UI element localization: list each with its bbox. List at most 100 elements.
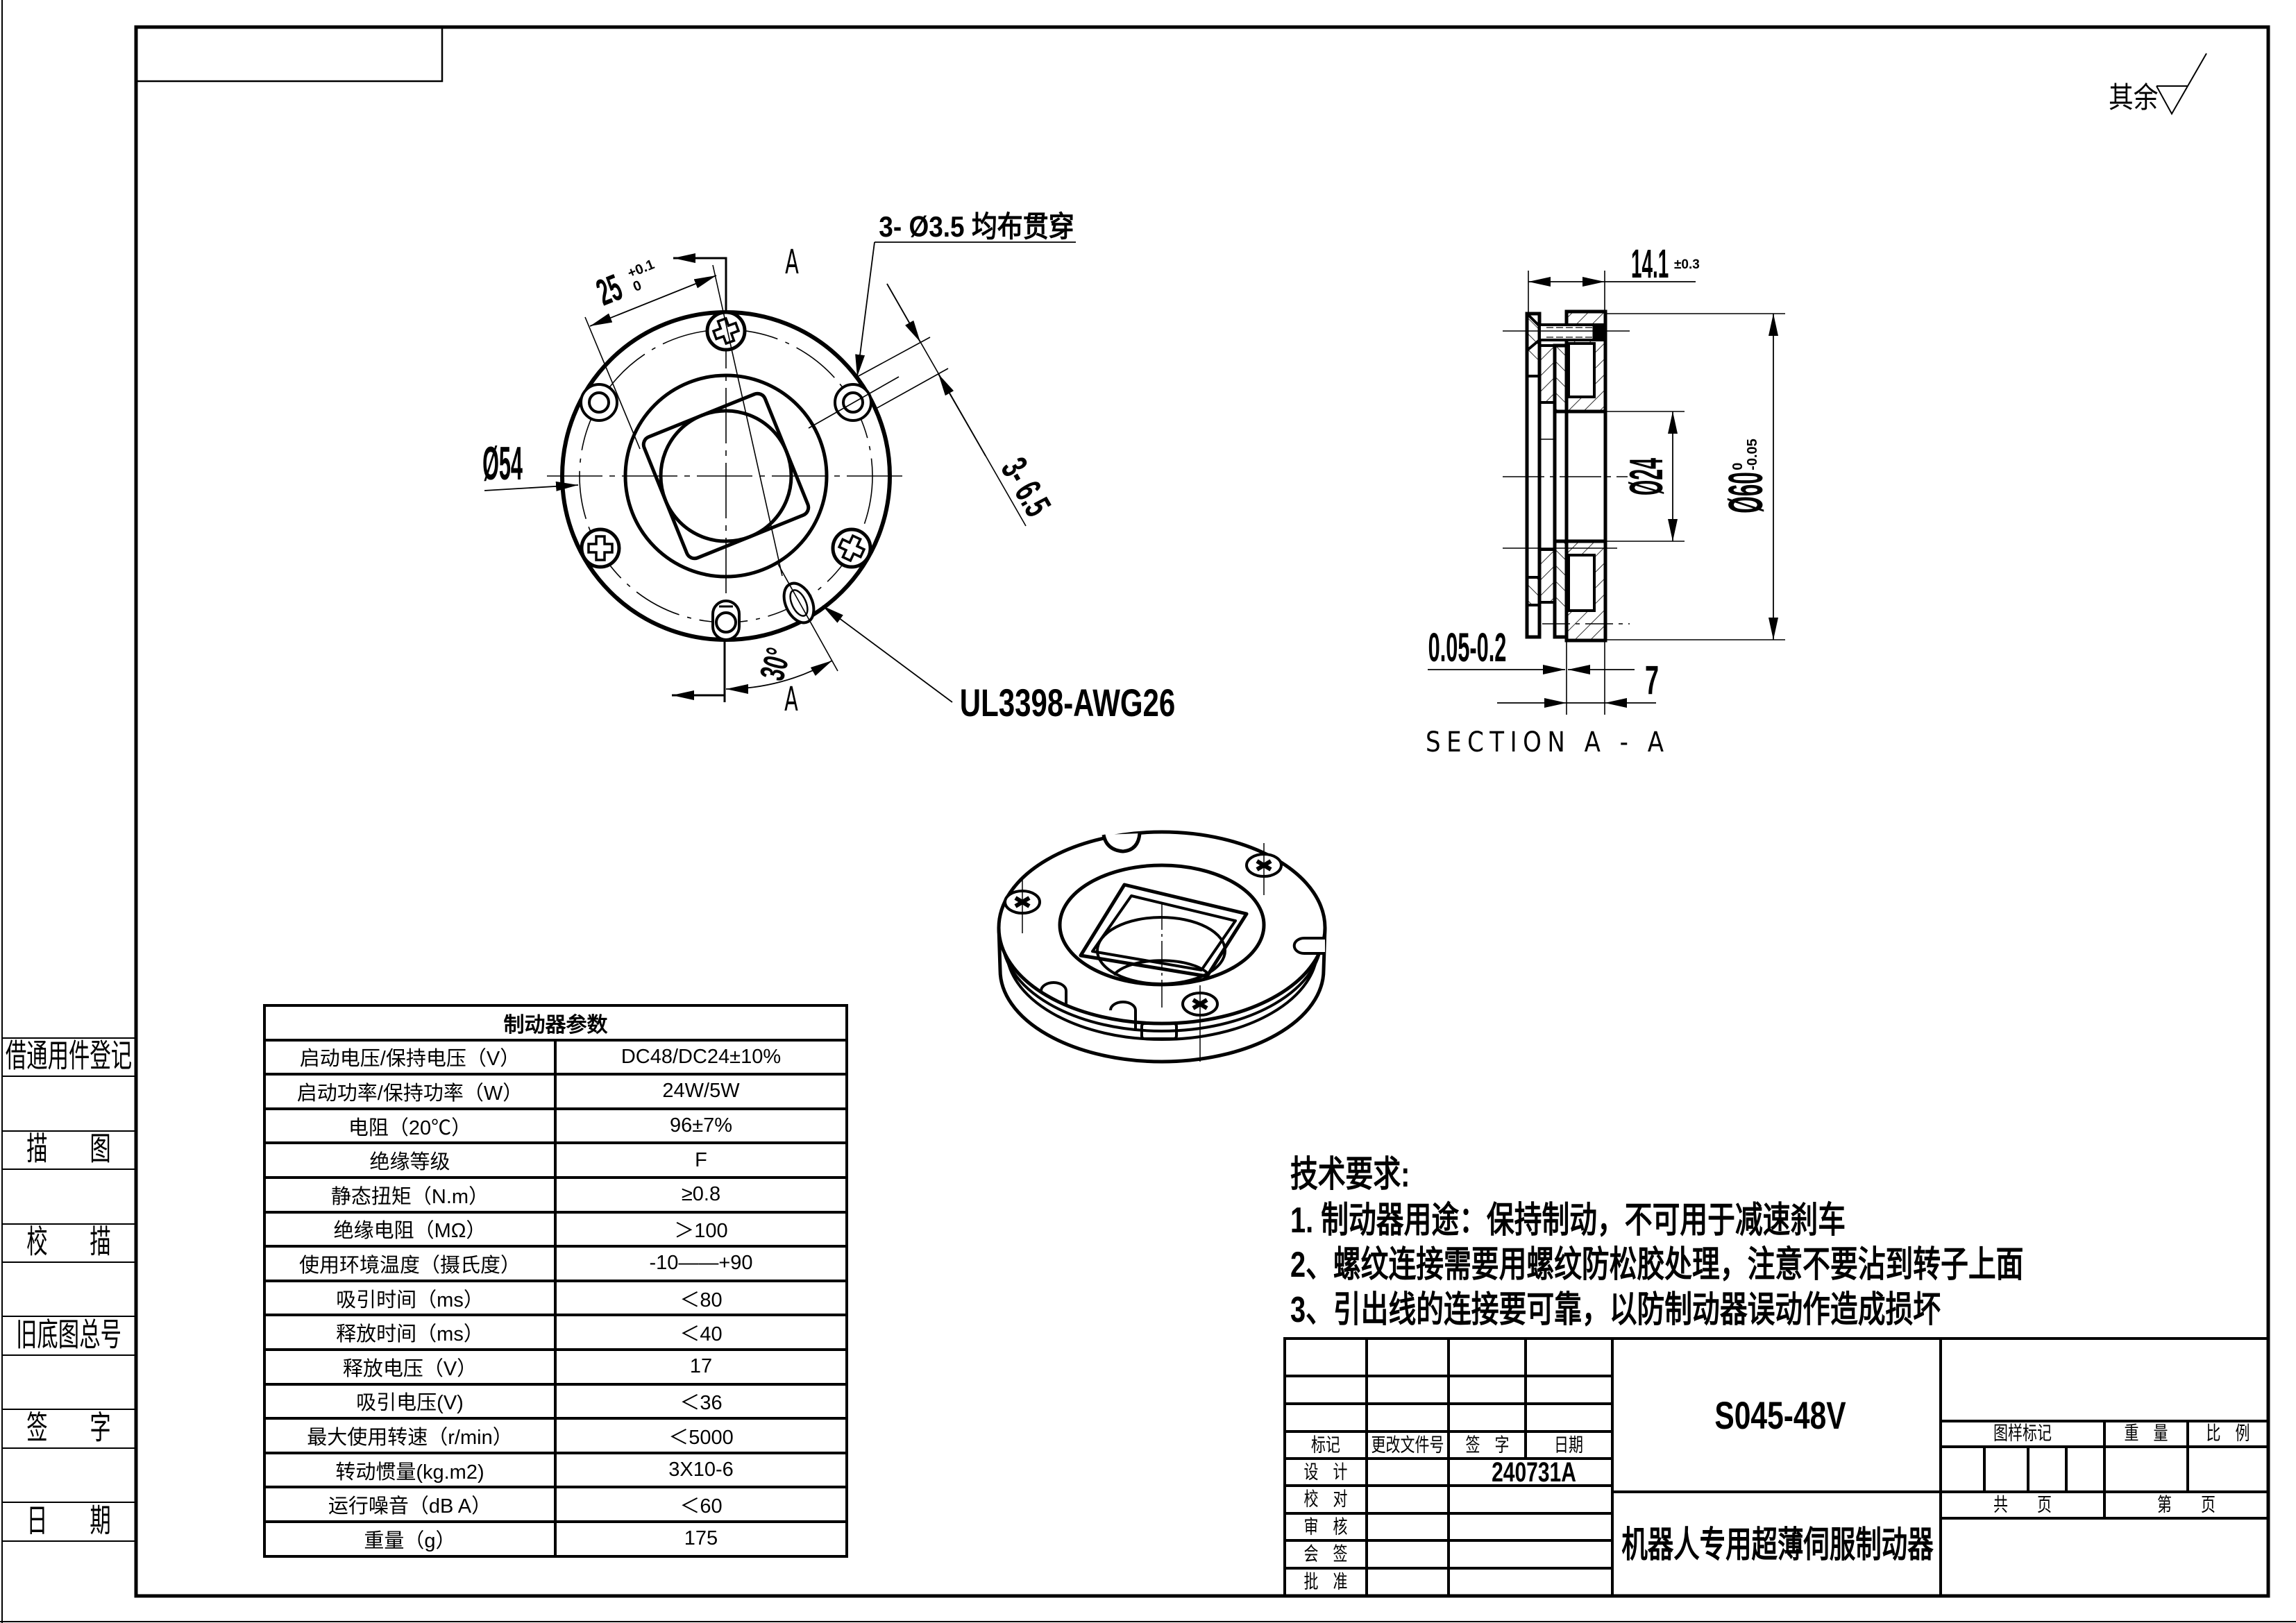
- param-label: 电阻（20℃）: [263, 1107, 557, 1145]
- table-row: 电阻（20℃）96±7%: [263, 1107, 848, 1145]
- lower-tolerance: -0.05: [1745, 439, 1760, 470]
- wire-callout: UL3398-AWG26: [959, 681, 1176, 724]
- tech-requirement-item: 3、引出线的连接要可靠，以防制动器误动作造成损坏: [1290, 1290, 1941, 1330]
- role-review: 审 核: [1303, 1515, 1348, 1538]
- role-proofread: 校 对: [1303, 1488, 1348, 1510]
- screw-bottom-left-icon: [580, 527, 621, 569]
- param-label: 重量（g）: [263, 1520, 557, 1558]
- table-row: 吸引电压(V)＜36: [263, 1382, 848, 1420]
- bolt-circle-dimension: Ø54: [482, 437, 523, 490]
- param-label: 最大使用转速（r/min）: [263, 1417, 557, 1454]
- param-value: -10——+90: [554, 1245, 848, 1282]
- param-label: 释放时间（ms）: [263, 1314, 557, 1351]
- roughness-symbol-icon: [2156, 53, 2207, 116]
- param-value: ＜80: [554, 1279, 848, 1317]
- param-label: 吸引电压(V): [263, 1382, 557, 1420]
- dimension-tolerance: ±0.3: [1674, 257, 1700, 272]
- param-value: ＜36: [554, 1382, 848, 1420]
- scale-label: 比 例: [2206, 1422, 2250, 1444]
- tech-requirements-title: 技术要求:: [1290, 1155, 1410, 1195]
- param-value: 17: [554, 1348, 848, 1386]
- param-value: ＜60: [554, 1486, 848, 1523]
- side-strip-label: 描 图: [26, 1130, 111, 1169]
- param-label: 绝缘等级: [263, 1141, 557, 1179]
- param-label: 转动惯量(kg.m2): [263, 1451, 557, 1489]
- side-strip-label: 日 期: [26, 1502, 111, 1540]
- side-strip-grid: [2, 1037, 136, 1542]
- param-value: ＜5000: [554, 1417, 848, 1454]
- tech-requirement-item: 2、螺纹连接需要用螺纹防松胶处理，注意不要沾到转子上面: [1290, 1245, 2024, 1285]
- side-strip-label: 旧底图总号: [16, 1316, 121, 1354]
- section-mark-bottom: A: [784, 680, 798, 719]
- dimension-value: 14.1: [1631, 241, 1669, 287]
- role-design: 设 计: [1303, 1461, 1348, 1483]
- title-block-grid: [1283, 1337, 2270, 1597]
- hole-callout: 3- Ø3.5 均布贯穿: [879, 210, 1074, 243]
- table-title: 制动器参数: [263, 1004, 848, 1042]
- isometric-view: [997, 830, 1327, 1064]
- product-name: 机器人专用超薄伺服制动器: [1621, 1525, 1934, 1565]
- weight-label: 重 量: [2124, 1422, 2168, 1444]
- dimension-tolerance: 0 -0.05: [1730, 439, 1760, 470]
- table-row: 转动惯量(kg.m2)3X10-6: [263, 1451, 848, 1489]
- side-strip-label: 签 字: [26, 1409, 111, 1447]
- param-value: DC48/DC24±10%: [554, 1038, 848, 1076]
- page-number-label: 第 页: [2157, 1493, 2215, 1515]
- table-row: 重量（g）175: [263, 1520, 848, 1558]
- param-label: 启动功率/保持功率（W）: [263, 1073, 557, 1110]
- upper-tolerance: 0: [1730, 462, 1746, 470]
- table-row: 释放时间（ms）＜40: [263, 1314, 848, 1351]
- table-row: 最大使用转速（r/min）＜5000: [263, 1417, 848, 1454]
- front-view: [484, 241, 1076, 703]
- air-gap-dimension: 0.05-0.2: [1428, 625, 1507, 670]
- brake-parameters-table: 制动器参数 启动电压/保持电压（V）DC48/DC24±10% 启动功率/保持功…: [263, 1004, 848, 1558]
- section-view: [1428, 271, 1785, 715]
- total-pages-label: 共 页: [1993, 1493, 2052, 1515]
- screw-bottom-right-icon: [831, 527, 872, 569]
- thickness-dimension: 14.1 ±0.3: [1631, 244, 1700, 284]
- bore-dimension: Ø24: [1620, 458, 1673, 495]
- param-value: 96±7%: [554, 1107, 848, 1145]
- param-value: ≥0.8: [554, 1175, 848, 1214]
- param-label: 吸引时间（ms）: [263, 1279, 557, 1317]
- depth-dimension: 7: [1644, 658, 1660, 703]
- through-hole-bottom: [711, 600, 741, 641]
- param-value: 3X10-6: [554, 1451, 848, 1489]
- table-row: 启动电压/保持电压（V）DC48/DC24±10%: [263, 1038, 848, 1076]
- through-hole-left: [580, 383, 618, 422]
- table-row: 静态扭矩（N.m）≥0.8: [263, 1175, 848, 1214]
- table-row: 绝缘电阻（MΩ）＞100: [263, 1210, 848, 1248]
- revision-header-change-doc: 更改文件号: [1371, 1434, 1444, 1456]
- drawing-mark-label: 图样标记: [1993, 1422, 2052, 1444]
- param-value: ＜40: [554, 1314, 848, 1351]
- role-countersign: 会 签: [1303, 1543, 1348, 1565]
- revision-header-signature: 签 字: [1465, 1434, 1510, 1456]
- dimension-value: Ø60: [1719, 472, 1773, 513]
- outer-diameter-dimension: Ø60 0 -0.05: [1719, 439, 1773, 513]
- table-row: 运行噪音（dB A）＜60: [263, 1486, 848, 1523]
- model-number: S045-48V: [1714, 1393, 1846, 1437]
- param-label: 使用环境温度（摄氏度）: [263, 1245, 557, 1282]
- param-label: 运行噪音（dB A）: [263, 1486, 557, 1523]
- param-value: 175: [554, 1520, 848, 1558]
- param-label: 静态扭矩（N.m）: [263, 1175, 557, 1214]
- section-view-title: SECTION A - A: [1426, 726, 1670, 758]
- roughness-note-label: 其余: [2109, 80, 2159, 114]
- param-label: 绝缘电阻（MΩ）: [263, 1210, 557, 1248]
- param-label: 释放电压（V）: [263, 1348, 557, 1386]
- role-approve: 批 准: [1303, 1570, 1348, 1592]
- revision-header-mark: 标记: [1311, 1434, 1340, 1456]
- param-value: ＞100: [554, 1210, 848, 1248]
- table-row: 释放电压（V）17: [263, 1348, 848, 1386]
- param-value: 24W/5W: [554, 1073, 848, 1110]
- revision-header-date: 日期: [1554, 1434, 1583, 1456]
- table-row: 使用环境温度（摄氏度）-10——+90: [263, 1245, 848, 1282]
- param-label: 启动电压/保持电压（V）: [263, 1038, 557, 1076]
- side-strip-label: 借通用件登记: [5, 1037, 133, 1076]
- table-row: 启动功率/保持功率（W）24W/5W: [263, 1073, 848, 1110]
- tech-requirement-item: 1. 制动器用途：保持制动，不可用于减速刹车: [1290, 1200, 1846, 1241]
- dimension-value: 25: [591, 266, 628, 314]
